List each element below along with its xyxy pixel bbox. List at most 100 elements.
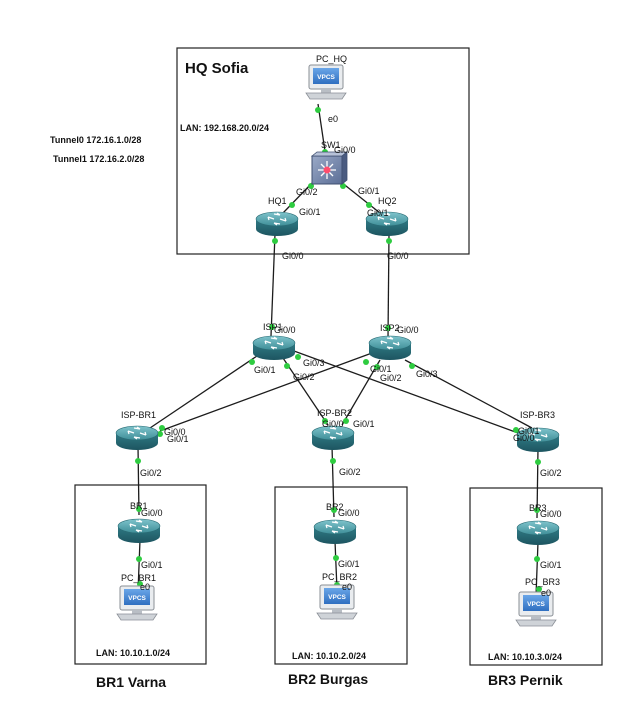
hq1-router[interactable] [255,211,299,237]
link-br3-pcbr3 [535,541,539,597]
isp2-label: ISP2 [380,323,400,333]
port-label: Gi0/1 [367,208,389,218]
isp-br1-router[interactable] [115,425,159,451]
isp1-router[interactable] [252,335,296,361]
link-isp1-ispbr1 [149,355,258,429]
hq1-label: HQ1 [268,196,287,206]
vpcs-label: VPCS [328,594,346,601]
port-label: Gi0/0 [322,419,344,429]
port-label: Gi0/3 [303,358,325,368]
br1-site-box [74,484,207,665]
tunnel1-label: Tunnel1 172.16.2.0/28 [53,154,144,164]
link-isp1-ispbr3 [293,350,519,434]
port-label: Gi0/0 [282,251,304,261]
pc-hq-node[interactable]: VPCS [305,64,347,100]
pc-br2-label: PC_BR2 [322,572,357,582]
pc-br1-node[interactable]: VPCS [116,585,158,621]
port-label: e0 [541,588,551,598]
port-label: Gi0/0 [274,325,296,335]
br1-label: BR1 [130,501,148,511]
port-label: Gi0/2 [339,467,361,477]
port-label: Gi0/1 [358,186,380,196]
port-label: Gi0/1 [338,559,360,569]
br2-site-title: BR2 Burgas [288,671,368,687]
port-label: Gi0/2 [293,372,315,382]
port-label: Gi0/1 [254,365,276,375]
port-label: Gi0/0 [387,251,409,261]
port-label: Gi0/0 [513,433,535,443]
isp1-label: ISP1 [263,322,283,332]
port-label: Gi0/1 [299,207,321,217]
port-label: Gi0/0 [540,509,562,519]
port-label: Gi0/1 [167,434,189,444]
port-label: Gi0/0 [397,325,419,335]
port-label: Gi0/2 [140,468,162,478]
br1-router[interactable] [117,518,161,544]
port-label: Gi0/2 [296,187,318,197]
br2-router[interactable] [313,519,357,545]
br1-lan-label: LAN: 10.10.1.0/24 [96,648,170,658]
isp2-router[interactable] [368,335,412,361]
port-label: e0 [140,582,150,592]
link-pchq-sw1 [317,103,327,159]
link-sw1-hq1 [282,181,314,214]
link-ispbr2-br2 [331,445,335,518]
port-label: Gi0/1 [141,560,163,570]
link-isp1-ispbr2 [282,357,329,426]
br2-lan-label: LAN: 10.10.2.0/24 [292,651,366,661]
port-label: Gi0/1 [540,560,562,570]
pc-br3-label: PC_BR3 [525,577,560,587]
isp-br1-label: ISP-BR1 [121,410,156,420]
br2-site-box [274,486,408,665]
links [137,103,539,597]
link-ispbr1-br1 [137,445,140,516]
vpcs-label: VPCS [128,595,146,602]
port-labels: e0 Gi0/0 Gi0/2 Gi0/1 Gi0/1 Gi0/1 Gi0/0 G… [140,114,562,598]
pc-hq-label: PC_HQ [316,54,347,64]
link-hq2-isp2 [387,233,390,339]
port-label: Gi0/0 [141,508,163,518]
port-label: Gi0/2 [380,373,402,383]
br3-site-title: BR3 Pernik [488,672,563,688]
link-sw1-hq2 [340,181,381,214]
hq-lan-label: LAN: 192.168.20.0/24 [180,123,269,133]
isp-br2-router[interactable] [311,425,355,451]
sw1-label: SW1 [321,140,341,150]
vpcs-label: VPCS [527,601,545,608]
isp-br3-label: ISP-BR3 [520,410,555,420]
port-label: Gi0/1 [353,419,375,429]
vpcs-label: VPCS [317,74,335,81]
isp-br2-label: ISP-BR2 [317,408,352,418]
port-label: Gi0/1 [370,364,392,374]
port-label: Gi0/0 [338,508,360,518]
sw1-node[interactable] [310,151,349,185]
pc-br1-label: PC_BR1 [121,573,156,583]
port-label: Gi0/1 [518,426,540,436]
port-label: e0 [328,114,338,124]
br2-label: BR2 [326,502,344,512]
br1-site-title: BR1 Varna [96,674,166,690]
br3-router[interactable] [516,520,560,546]
port-label: Gi0/3 [416,369,438,379]
link-isp2-ispbr1 [159,352,373,432]
hq-site-box [176,47,470,255]
link-isp2-ispbr3 [404,359,533,429]
port-label: Gi0/2 [540,468,562,478]
device-labels: PC_HQ SW1 HQ1 HQ2 ISP1 ISP2 ISP-BR1 ISP-… [121,54,560,587]
br3-lan-label: LAN: 10.10.3.0/24 [488,652,562,662]
port-label: Gi0/0 [164,427,186,437]
port-label: Gi0/0 [334,145,356,155]
pc-br3-node[interactable]: VPCS [515,591,557,627]
hq2-label: HQ2 [378,196,397,206]
link-hq1-isp1 [270,233,276,337]
link-br2-pcbr2 [334,540,338,591]
br3-site-box [469,487,603,666]
br3-label: BR3 [529,503,547,513]
link-isp2-ispbr2 [341,359,381,426]
tunnel0-label: Tunnel0 172.16.1.0/28 [50,135,141,145]
pc-br2-node[interactable]: VPCS [316,584,358,620]
port-dots [135,107,542,592]
port-label: e0 [342,582,352,592]
hq-site-title: HQ Sofia [185,60,249,77]
